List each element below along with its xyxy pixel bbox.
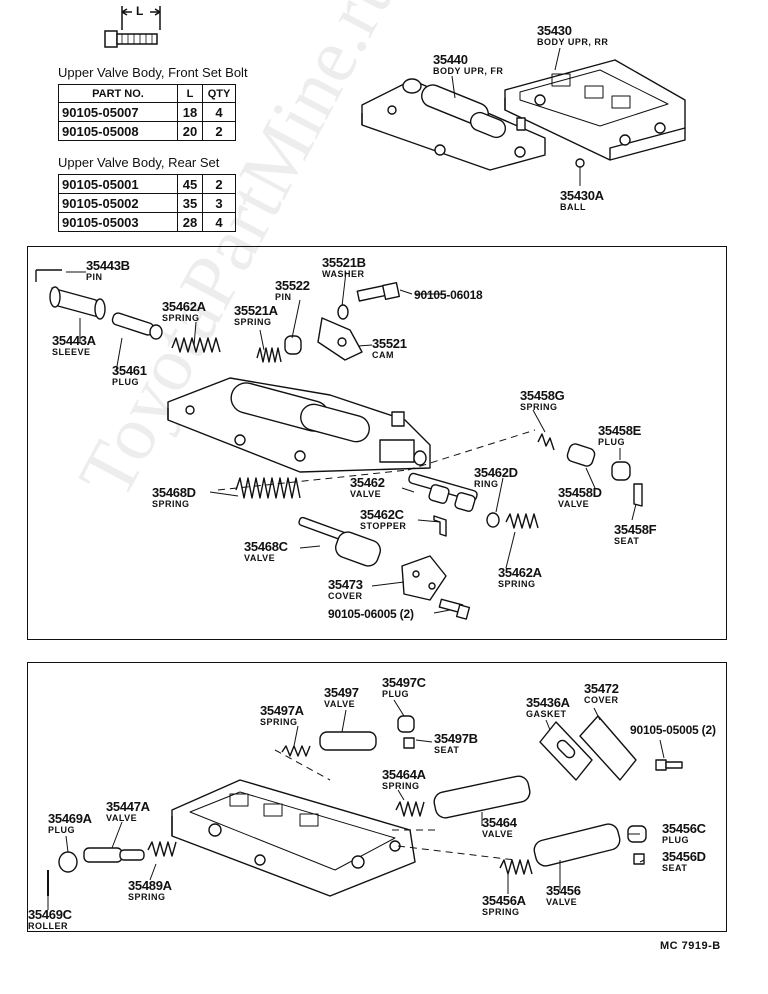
bolt-90105-06005: 90105-06005 (2) <box>328 607 414 621</box>
callout-35458e: 35458E PLUG <box>598 423 642 447</box>
rear-set-bolt-title: Upper Valve Body, Rear Set <box>58 155 220 170</box>
qty-cell: 4 <box>202 212 236 232</box>
callout-35440: 35440 BODY UPR, FR <box>433 52 504 76</box>
table-row: 90105-05007 18 4 <box>58 102 236 122</box>
callout-35469c: 35469C ROLLER <box>28 907 72 931</box>
callout-35436a: 35436A GASKET <box>526 695 570 719</box>
callout-35489a: 35489A SPRING <box>128 878 172 902</box>
callout-35472: 35472 COVER <box>584 681 619 705</box>
callout-35497b: 35497B SEAT <box>434 731 478 755</box>
table-row: 90105-05001 45 2 <box>58 174 236 194</box>
callout-35468d: 35468D SPRING <box>152 485 196 509</box>
length-cell: 20 <box>177 121 203 141</box>
callout-35458f: 35458F SEAT <box>614 522 657 546</box>
front-set-bolt-table: PART NO. L QTY 90105-05007 18 4 90105-05… <box>58 84 236 141</box>
callout-35464: 35464 VALVE <box>482 815 517 839</box>
part-no-cell: 90105-05008 <box>58 121 178 141</box>
callout-35497: 35497 VALVE <box>324 685 359 709</box>
rear-set-bolt-table: 90105-05001 45 2 90105-05002 35 3 90105-… <box>58 174 236 232</box>
callout-35462a-lower: 35462A SPRING <box>498 565 542 589</box>
callout-35456d: 35456D SEAT <box>662 849 706 873</box>
length-cell: 35 <box>177 193 203 213</box>
callout-35497c: 35497C PLUG <box>382 675 426 699</box>
bolt-90105-06018: 90105-06018 <box>414 288 483 302</box>
bolt-length-label: L <box>136 4 144 18</box>
callout-35430a: 35430A BALL <box>560 188 604 212</box>
rear-valve-body-panel <box>27 662 727 932</box>
bolt-90105-05005: 90105-05005 (2) <box>630 723 716 737</box>
table-row: 90105-05002 35 3 <box>58 193 236 213</box>
figure-code: MC 7919-B <box>660 940 721 952</box>
callout-35430: 35430 BODY UPR, RR <box>537 23 609 47</box>
table-row: 90105-05003 28 4 <box>58 212 236 232</box>
table-row: 90105-05008 20 2 <box>58 121 236 141</box>
callout-35497a: 35497A SPRING <box>260 703 304 727</box>
callout-35447a: 35447A VALVE <box>106 799 150 823</box>
callout-35469a: 35469A PLUG <box>48 811 92 835</box>
callout-35468c: 35468C VALVE <box>244 539 288 563</box>
front-set-bolt-title: Upper Valve Body, Front Set Bolt <box>58 65 248 80</box>
callout-35443b: 35443B PIN <box>86 258 130 282</box>
callout-35456a: 35456A SPRING <box>482 893 526 917</box>
callout-35522: 35522 PIN <box>275 278 310 302</box>
part-no-cell: 90105-05002 <box>58 193 178 213</box>
callout-35462a-upper: 35462A SPRING <box>162 299 206 323</box>
callout-35521a: 35521A SPRING <box>234 303 278 327</box>
qty-cell: 2 <box>202 121 236 141</box>
callout-35464a: 35464A SPRING <box>382 767 426 791</box>
callout-35443a: 35443A SLEEVE <box>52 333 96 357</box>
part-no-cell: 90105-05007 <box>58 102 178 122</box>
callout-35456: 35456 VALVE <box>546 883 581 907</box>
callout-35462d: 35462D RING <box>474 465 518 489</box>
part-no-cell: 90105-05001 <box>58 174 178 194</box>
callout-35461: 35461 PLUG <box>112 363 147 387</box>
part-no-cell: 90105-05003 <box>58 212 178 232</box>
callout-35473: 35473 COVER <box>328 577 363 601</box>
callout-35521: 35521 CAM <box>372 336 407 360</box>
callout-35521b: 35521B WASHER <box>322 255 366 279</box>
callout-35458g: 35458G SPRING <box>520 388 565 412</box>
callout-35462c: 35462C STOPPER <box>360 507 407 531</box>
callout-35458d: 35458D VALVE <box>558 485 602 509</box>
front-valve-body-panel <box>27 246 727 640</box>
callout-35462: 35462 VALVE <box>350 475 385 499</box>
callout-35456c: 35456C PLUG <box>662 821 706 845</box>
